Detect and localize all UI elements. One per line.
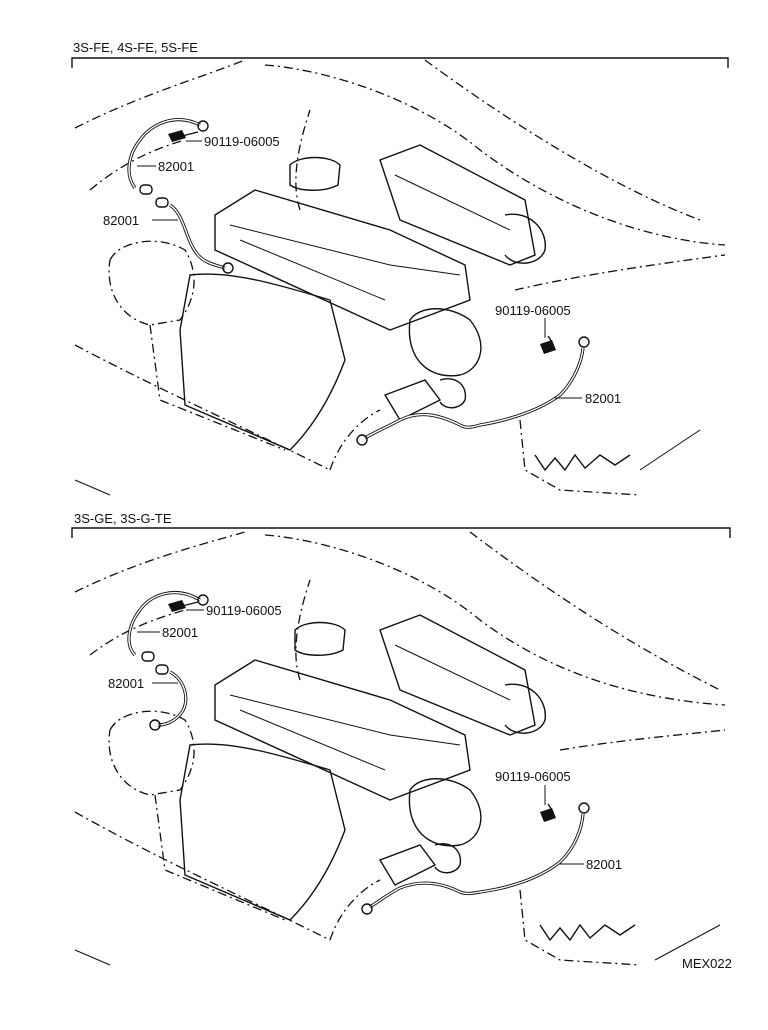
panel-top: 3S-FE, 4S-FE, 5S-FE [71, 40, 729, 496]
part-label-bolt-right-top: 90119-06005 [495, 303, 571, 318]
part-label-wire-left-upper-top: 82001 [158, 159, 194, 174]
ground-strap-left-lower-bottom [149, 664, 188, 731]
engine-outline-bottom [74, 531, 726, 966]
part-label-bolt-left-top: 90119-06005 [204, 134, 280, 149]
bolt-left-bottom [168, 600, 199, 612]
bolt-right-bottom [540, 803, 556, 822]
ground-strap-right-top [356, 336, 590, 446]
engine-outline-top [74, 59, 726, 496]
panel-top-bracket [71, 57, 729, 68]
ground-strap-right-bottom [361, 802, 590, 915]
bolt-right-top [540, 335, 556, 354]
panel-bottom-bracket [71, 527, 731, 538]
ground-strap-left-lower-top [155, 197, 234, 274]
part-label-wire-right-bottom: 82001 [586, 857, 622, 872]
bolt-left-top [168, 130, 199, 142]
part-label-wire-left-lower-bottom: 82001 [108, 676, 144, 691]
part-label-wire-left-upper-bottom: 82001 [162, 625, 198, 640]
panel-bottom-header: 3S-GE, 3S-G-TE [74, 511, 172, 526]
ground-strap-left-upper-top [127, 118, 209, 195]
part-label-wire-left-lower-top: 82001 [103, 213, 139, 228]
panel-top-header: 3S-FE, 4S-FE, 5S-FE [73, 40, 198, 55]
ground-strap-left-upper-bottom [127, 590, 209, 662]
drawing-code: MEX022 [682, 956, 732, 971]
panel-bottom: 3S-GE, 3S-G-TE [71, 511, 731, 966]
part-label-wire-right-top: 82001 [585, 391, 621, 406]
part-label-bolt-right-bottom: 90119-06005 [495, 769, 571, 784]
part-label-bolt-left-bottom: 90119-06005 [206, 603, 282, 618]
